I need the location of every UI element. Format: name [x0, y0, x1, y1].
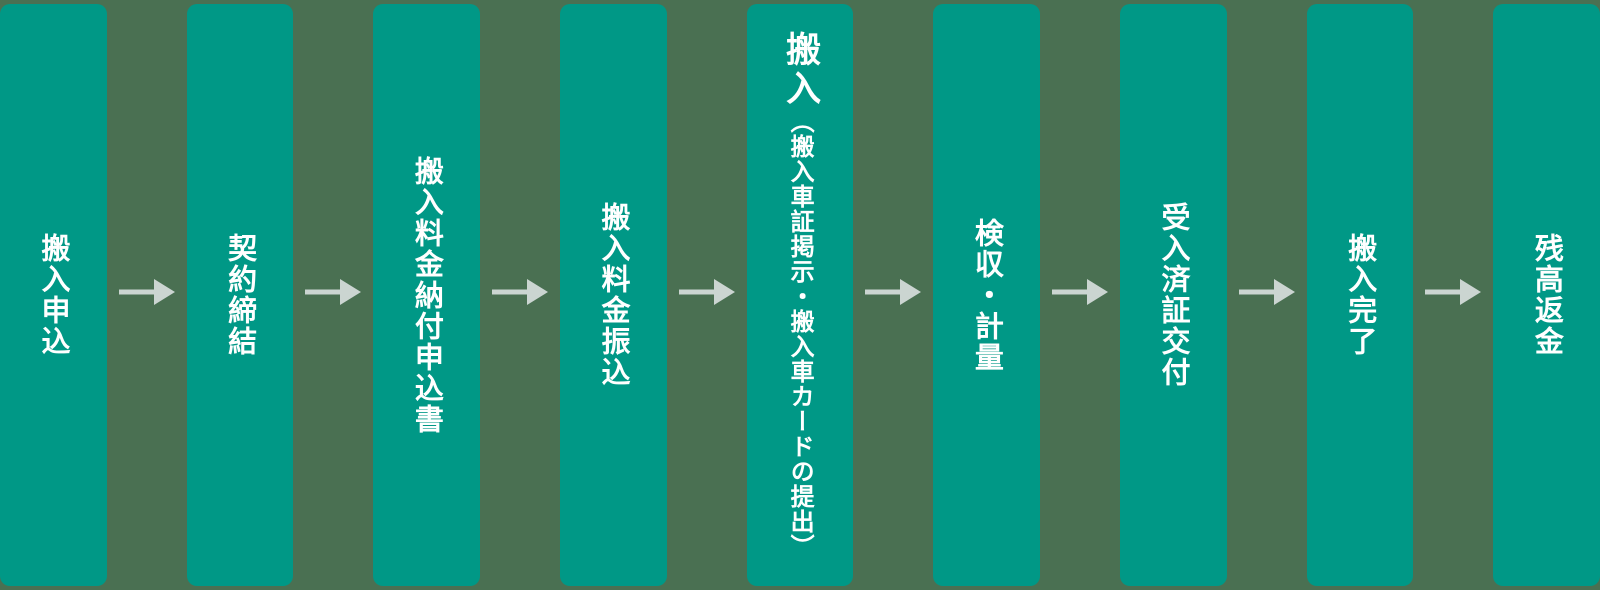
flow-step-7: 受入済証交付	[1120, 4, 1227, 586]
flow-step-8: 搬入完了	[1306, 4, 1414, 586]
flow-step-4-label: 搬入料金振込	[597, 202, 632, 388]
flow-step-5-title: 搬入	[780, 31, 821, 109]
flow-step-7-label: 受入済証交付	[1157, 202, 1192, 388]
arrow-right-icon	[480, 0, 560, 590]
flow-step-5-label: 搬入（搬入車証掲示・搬入車カードの提出）	[780, 31, 820, 559]
flow-step-1: 搬入申込	[0, 4, 107, 586]
flow-step-2-label: 契約締結	[223, 233, 258, 357]
flow-step-6-label: 検収・計量	[970, 217, 1005, 373]
flow-step-8-label: 搬入完了	[1343, 233, 1378, 357]
flow-step-3-label: 搬入料金納付申込書	[410, 155, 445, 435]
flow-step-6: 検収・計量	[933, 4, 1041, 586]
arrow-right-icon	[1227, 0, 1307, 590]
flow-step-4: 搬入料金振込	[560, 4, 667, 586]
arrow-right-icon	[1040, 0, 1120, 590]
arrow-right-icon	[853, 0, 933, 590]
flow-step-1-label: 搬入申込	[37, 233, 71, 357]
flow-step-9-label: 残高返金	[1530, 233, 1565, 357]
arrow-right-icon	[667, 0, 747, 590]
arrow-right-icon	[107, 0, 187, 590]
arrow-right-icon	[293, 0, 373, 590]
flow-step-3: 搬入料金納付申込書	[373, 4, 481, 586]
flow-step-5-note: （搬入車証掲示・搬入車カードの提出）	[786, 109, 815, 559]
flow-step-2: 契約締結	[186, 4, 294, 586]
flow-step-5: 搬入（搬入車証掲示・搬入車カードの提出）	[746, 4, 854, 586]
arrow-right-icon	[1413, 0, 1493, 590]
flow-step-9: 残高返金	[1493, 4, 1600, 586]
